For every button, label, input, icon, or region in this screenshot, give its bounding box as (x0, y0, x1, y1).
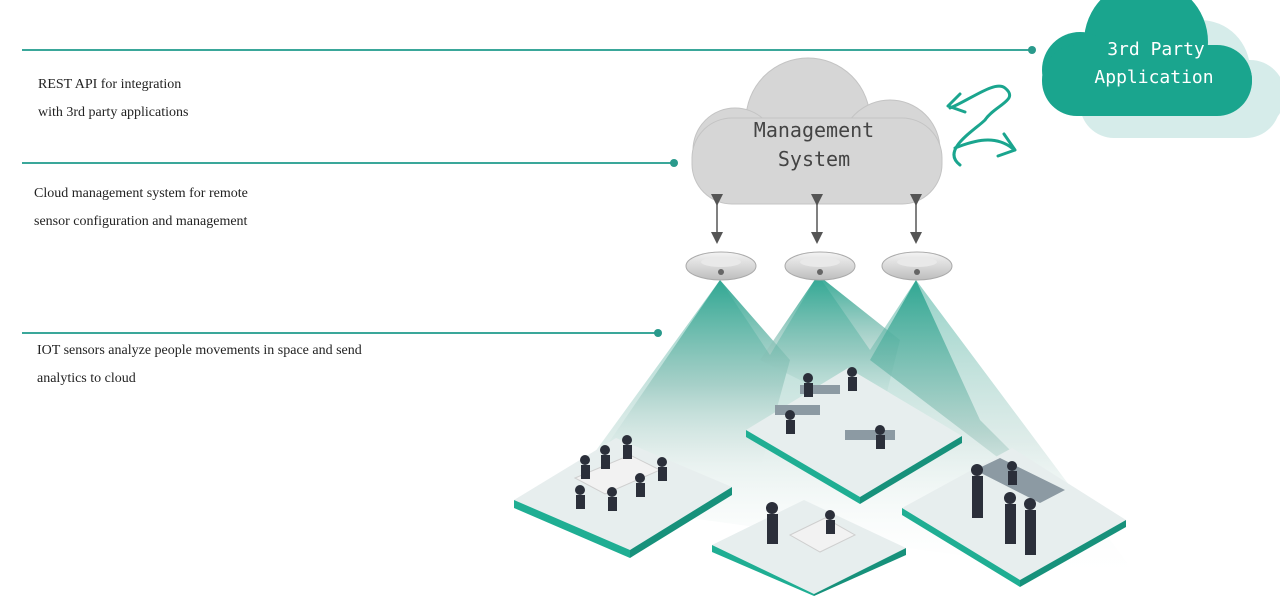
desk-area-platform (712, 500, 906, 596)
cloud-management-leader-line (22, 159, 678, 167)
third-party-cloud-body (1042, 0, 1252, 116)
rest-api-caption: REST API for integration with 3rd party … (38, 71, 188, 127)
leader-dot (654, 329, 662, 337)
caption-line: REST API for integration (38, 77, 182, 92)
caption-line: with 3rd party applications (38, 105, 189, 120)
rest-api-leader-line (22, 46, 1036, 54)
caption-line: sensor configuration and management (34, 214, 248, 229)
management-cloud-label: System (778, 147, 850, 171)
reception-platform (902, 448, 1126, 587)
cloud-management-caption: Cloud management system for remote senso… (34, 180, 248, 236)
exchange-arrows-icon (946, 84, 1017, 167)
third-party-cloud: 3rd Party Application (1042, 0, 1280, 138)
iot-sensor-icon (685, 251, 757, 281)
iot-sensor-icon (784, 251, 856, 281)
iot-sensor-icon (881, 251, 953, 281)
leader-dot (670, 159, 678, 167)
caption-line: IOT sensors analyze people movements in … (37, 343, 362, 358)
third-party-cloud-label: Application (1094, 67, 1213, 88)
iot-sensors-caption: IOT sensors analyze people movements in … (37, 337, 362, 393)
third-party-cloud-label: 3rd Party (1107, 39, 1205, 60)
management-cloud (691, 57, 943, 205)
caption-line: Cloud management system for remote (34, 186, 248, 201)
caption-line: analytics to cloud (37, 371, 136, 386)
sensor-connections (711, 194, 922, 244)
meeting-room-platform (514, 435, 732, 558)
iot-sensors-leader-line (22, 329, 662, 337)
office-floor-platform (746, 367, 962, 504)
leader-dot (1028, 46, 1036, 54)
management-cloud-label: Management (754, 118, 874, 142)
